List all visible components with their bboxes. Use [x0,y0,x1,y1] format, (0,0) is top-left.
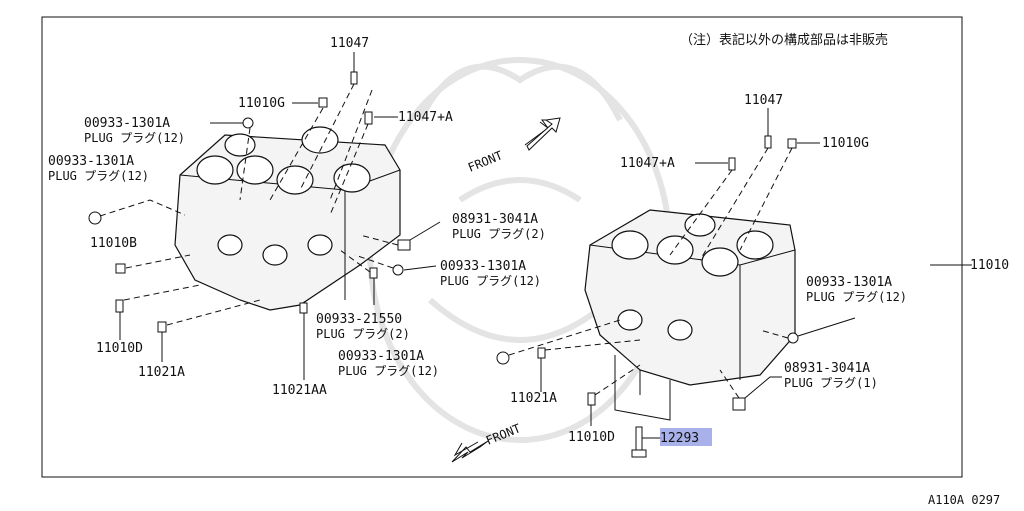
left-leaders [88,52,441,380]
label-right-11010g[interactable]: 11010G [822,136,869,151]
label-left-11047[interactable]: 11047 [330,36,369,51]
label-left-plug5-num[interactable]: 00933-21550 [316,312,402,327]
diagram-frame [41,16,963,478]
label-right-11021a[interactable]: 11021A [510,391,557,406]
note-text: （注）表記以外の構成部品は非販売 [680,32,888,48]
front-arrow-lower [451,440,489,463]
label-right-12293[interactable]: 12293 [660,431,699,446]
label-left-plug3-desc: PLUG プラグ(2) [452,227,546,241]
label-left-plug2-desc: PLUG プラグ(12) [48,169,149,183]
right-leaders [496,108,962,458]
label-left-plug4-num[interactable]: 00933-1301A [440,259,526,274]
label-right-11010[interactable]: 11010 [970,258,1009,273]
label-left-11010g[interactable]: 11010G [238,96,285,111]
label-left-plug1-desc: PLUG プラグ(12) [84,131,185,145]
label-right-11047a[interactable]: 11047+A [620,156,675,171]
label-left-11047a[interactable]: 11047+A [398,110,453,125]
label-right-plug3-num[interactable]: 08931-3041A [784,361,870,376]
label-right-11047[interactable]: 11047 [744,93,783,108]
label-left-11010b[interactable]: 11010B [90,236,137,251]
label-right-11010d[interactable]: 11010D [568,430,615,445]
label-left-11021a[interactable]: 11021A [138,365,185,380]
figure-code: A110A 0297 [928,493,1000,507]
label-left-11010d[interactable]: 11010D [96,341,143,356]
label-left-plug2-num[interactable]: 00933-1301A [48,154,134,169]
front-arrow-upper [524,117,561,151]
label-right-plug1-num[interactable]: 00933-1301A [806,275,892,290]
label-left-11021aa[interactable]: 11021AA [272,383,327,398]
label-right-plug3-desc: PLUG プラグ(1) [784,376,878,390]
label-right-plug2-num[interactable]: 00933-1301A [338,349,424,364]
label-right-plug2-desc: PLUG プラグ(12) [338,364,439,378]
highlight-12293 [660,428,712,446]
front-label-lower: FRONT [484,421,523,448]
front-label-upper: FRONT [466,148,505,175]
right-engine-block [584,209,796,421]
label-left-plug3-num[interactable]: 08931-3041A [452,212,538,227]
left-engine-block [174,126,401,311]
label-right-plug1-desc: PLUG プラグ(12) [806,290,907,304]
label-left-plug4-desc: PLUG プラグ(12) [440,274,541,288]
label-left-plug1-num[interactable]: 00933-1301A [84,116,170,131]
label-left-plug5-desc: PLUG プラグ(2) [316,327,410,341]
